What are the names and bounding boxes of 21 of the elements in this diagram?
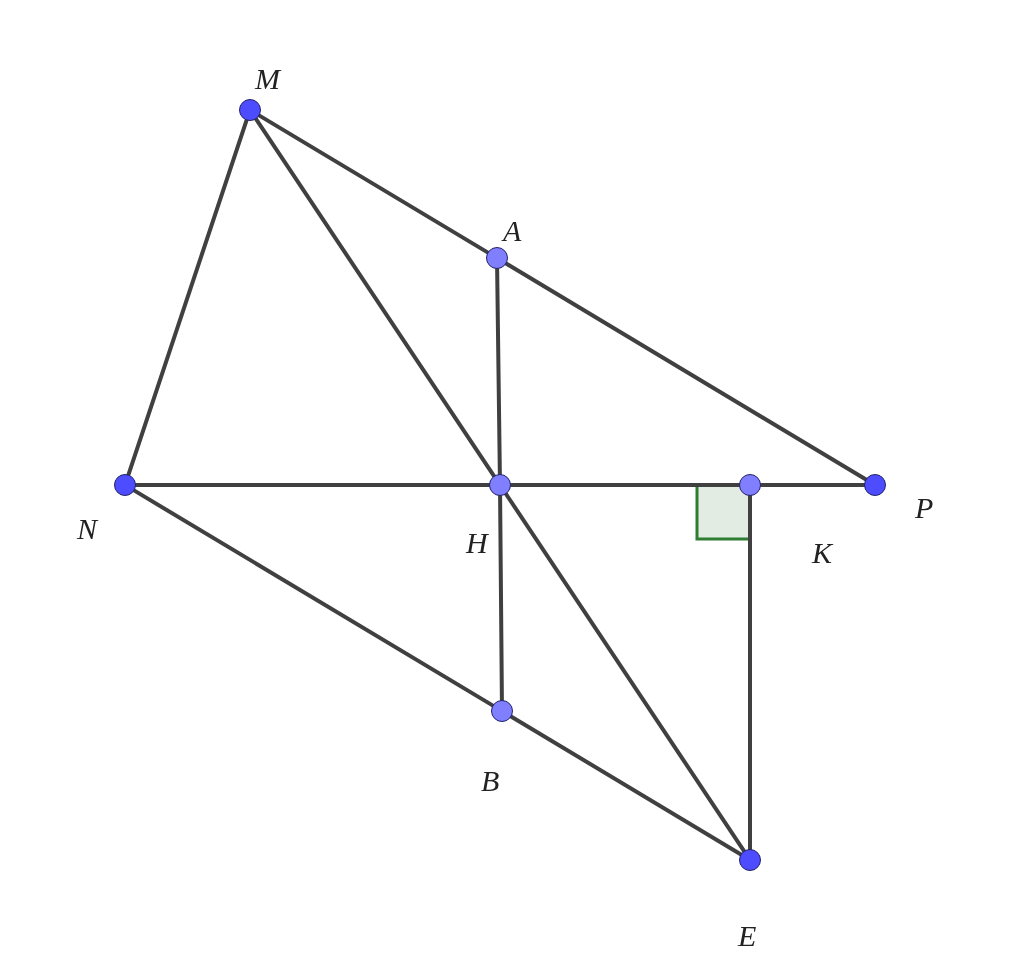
line-segment (509, 483, 741, 487)
line-segment (495, 267, 502, 476)
line-segment (504, 492, 746, 853)
point-label: B (481, 765, 500, 797)
point-label: A (503, 215, 522, 247)
point-label: K (812, 537, 832, 569)
point-label: M (255, 63, 280, 95)
line-segment (254, 117, 496, 478)
line-segment (509, 714, 743, 857)
point-label: E (738, 920, 757, 952)
point-label: P (915, 492, 934, 524)
line-segment (498, 494, 504, 702)
line-segment (257, 113, 490, 255)
line-segment (132, 488, 495, 708)
line-segment (748, 494, 752, 851)
line-segment (504, 261, 868, 482)
line-segment (134, 483, 491, 487)
point-label: H (466, 527, 488, 559)
line-segment (126, 118, 249, 477)
point-label: N (77, 513, 97, 545)
line-segment (759, 483, 866, 487)
